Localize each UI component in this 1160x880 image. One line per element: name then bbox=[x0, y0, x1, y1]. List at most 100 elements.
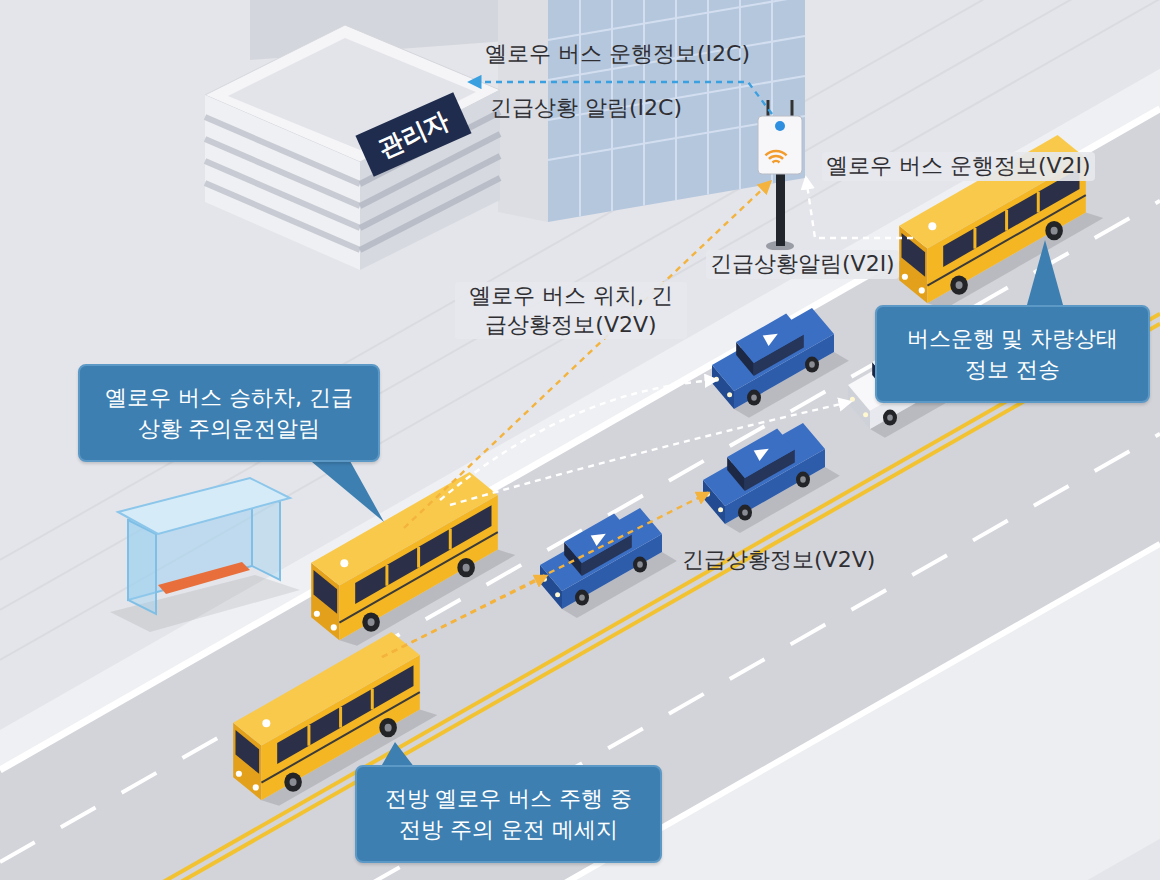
car-arrow bbox=[754, 449, 769, 461]
window-divider bbox=[417, 547, 420, 568]
bus-stop-roof bbox=[118, 478, 290, 534]
wheel bbox=[738, 505, 752, 521]
wheel bbox=[633, 557, 647, 573]
wheel-hub bbox=[579, 594, 585, 600]
wheel-hub bbox=[887, 414, 893, 420]
callout-box: 버스운행 및 차량상태 정보 전송 bbox=[875, 305, 1150, 403]
headlight bbox=[919, 287, 925, 293]
wheel bbox=[457, 558, 475, 577]
buildings bbox=[205, 0, 805, 270]
roadside-unit bbox=[758, 100, 802, 251]
wheel-hub bbox=[800, 476, 806, 482]
rsu-box bbox=[758, 116, 802, 174]
callout-box: 전방 옐로우 버스 주행 중 전방 주의 운전 메세지 bbox=[355, 765, 662, 863]
manager-sign: 관리자 bbox=[355, 92, 471, 177]
wheel bbox=[950, 275, 968, 294]
wheel-hub bbox=[463, 564, 470, 572]
rsu-light bbox=[775, 121, 785, 131]
wheel-hub bbox=[809, 361, 815, 367]
wheel bbox=[1045, 221, 1063, 240]
v2i-link bbox=[404, 182, 770, 528]
glass-mullion bbox=[739, 0, 741, 189]
car bbox=[540, 508, 677, 618]
wheel-hub bbox=[290, 778, 297, 786]
antenna bbox=[791, 100, 794, 116]
bus-windows bbox=[943, 168, 1079, 267]
bus-stop-bench bbox=[158, 562, 250, 594]
wheel-hub bbox=[751, 394, 757, 400]
bus-windshield bbox=[902, 233, 926, 277]
headlight bbox=[555, 592, 560, 597]
center-line bbox=[0, 324, 1160, 880]
car bbox=[703, 423, 840, 533]
wheel-hub bbox=[742, 509, 748, 515]
link-label: 옐로우 버스 운행정보(V2I) bbox=[822, 152, 1095, 181]
wheel-hub bbox=[1051, 227, 1058, 235]
window-divider bbox=[1005, 210, 1008, 231]
window-divider bbox=[307, 725, 310, 746]
window-divider bbox=[1037, 192, 1040, 213]
car-body-top bbox=[712, 308, 834, 391]
wheel-hub bbox=[956, 281, 963, 289]
callout-box: 옐로우 버스 승하차, 긴급상황 주의운전알림 bbox=[78, 364, 380, 462]
link-label: 긴급상황알림(V2I) bbox=[706, 250, 899, 279]
headlight bbox=[850, 397, 855, 402]
bus-stripe bbox=[927, 195, 1085, 286]
window-divider bbox=[339, 707, 342, 728]
callout-tail bbox=[300, 452, 384, 522]
link-label: 옐로우 버스 위치, 긴급상황정보(V2V) bbox=[455, 282, 687, 339]
v2v-link bbox=[450, 402, 850, 505]
callout-text: 버스운행 및 차량상태 정보 전송 bbox=[895, 323, 1130, 385]
headlight bbox=[236, 771, 242, 777]
wheel bbox=[362, 612, 380, 631]
office-window-band bbox=[360, 178, 500, 250]
bus-windows bbox=[355, 505, 491, 604]
bus-windshield bbox=[236, 730, 260, 774]
wheel-hub bbox=[368, 618, 375, 626]
car-arrow bbox=[591, 534, 606, 546]
yellow-bus bbox=[311, 472, 515, 646]
bus-stop bbox=[110, 478, 300, 632]
wheel bbox=[747, 390, 761, 406]
window-divider bbox=[973, 228, 976, 249]
link-label: 긴급상황정보(V2V) bbox=[682, 546, 875, 575]
bus-windshield bbox=[314, 570, 338, 614]
v2v-link bbox=[440, 380, 716, 500]
curb-line bbox=[0, 544, 1160, 880]
callout-text: 전방 옐로우 버스 주행 중 전방 주의 운전 메세지 bbox=[375, 783, 642, 845]
wifi-arc bbox=[773, 161, 780, 162]
car-arrow bbox=[763, 334, 778, 346]
headlight bbox=[714, 377, 719, 382]
car-cabin-top bbox=[736, 314, 804, 363]
headlight bbox=[718, 507, 723, 512]
window-divider bbox=[371, 689, 374, 710]
office-wall bbox=[205, 95, 360, 270]
wheel bbox=[379, 718, 397, 737]
car-body-top bbox=[540, 508, 662, 591]
wheel bbox=[805, 357, 819, 373]
car bbox=[712, 308, 849, 418]
wheel-hub bbox=[385, 724, 392, 732]
headlight bbox=[331, 624, 337, 630]
headlight bbox=[314, 611, 320, 617]
sign-text: 관리자 bbox=[373, 104, 455, 165]
headlight bbox=[727, 392, 732, 397]
roof-light bbox=[340, 559, 348, 567]
headlight bbox=[863, 412, 868, 417]
wheel-hub bbox=[637, 561, 643, 567]
headlight bbox=[902, 274, 908, 280]
lane-line bbox=[0, 434, 1160, 880]
glass-mullion bbox=[707, 0, 709, 195]
car-body-top bbox=[703, 423, 825, 506]
office-window-band bbox=[205, 183, 360, 250]
bus-stripe bbox=[339, 532, 497, 623]
wifi-arc bbox=[765, 151, 786, 155]
car-cabin-top bbox=[727, 429, 795, 478]
office-wall bbox=[360, 90, 500, 270]
window-divider bbox=[385, 565, 388, 586]
callout-tail bbox=[1025, 240, 1065, 312]
